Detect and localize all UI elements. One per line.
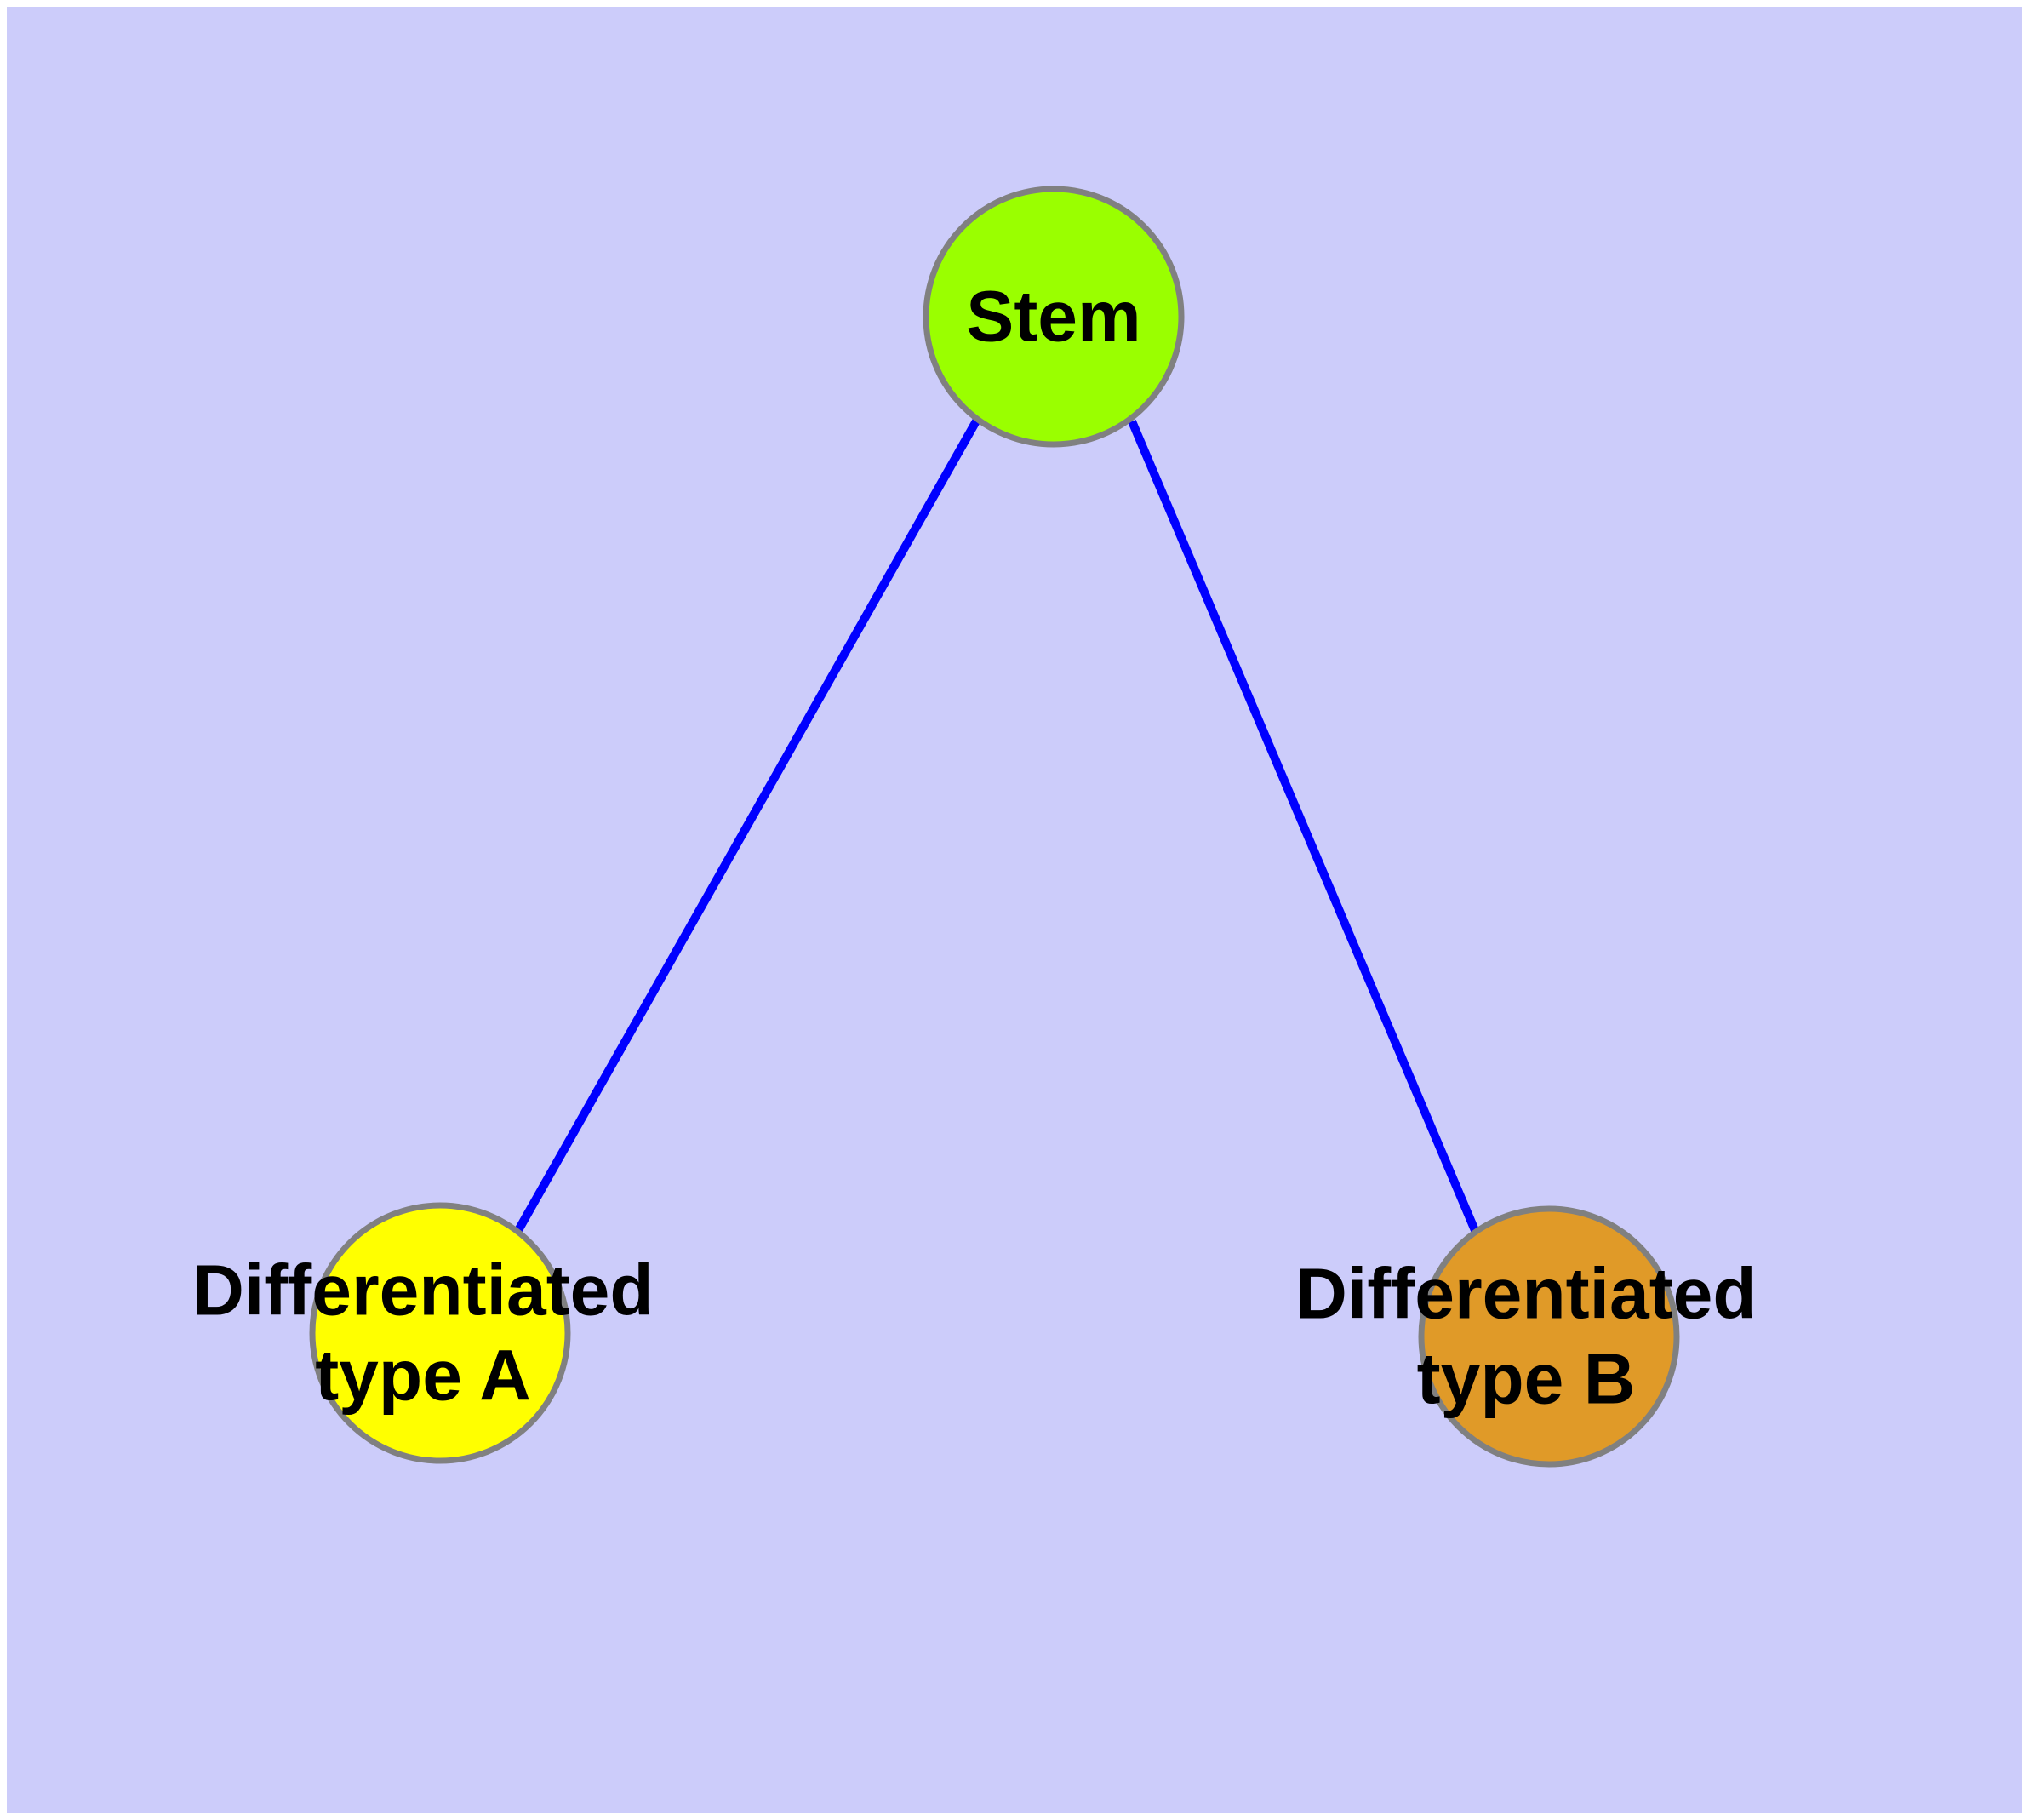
- edge-stem-to-diff-b: [1128, 420, 1481, 1236]
- node-circle-stem[interactable]: [923, 186, 1185, 448]
- node-label-stem-line1: Stem: [966, 277, 1140, 357]
- node-circle-diff-b[interactable]: [1418, 1205, 1680, 1468]
- node-circle-diff-a[interactable]: [309, 1202, 571, 1464]
- node-label-diff-a-line1: Differentiated: [192, 1251, 653, 1331]
- node-label-diff-b-line1: Differentiated: [1295, 1254, 1756, 1334]
- edge-stem-to-diff-a: [513, 417, 981, 1234]
- node-label-diff-a-line2: type A: [315, 1336, 531, 1416]
- node-label-diff-b-line2: type B: [1417, 1339, 1636, 1419]
- edges-group: [513, 417, 1481, 1236]
- node-stem[interactable]: Stem: [923, 186, 1185, 448]
